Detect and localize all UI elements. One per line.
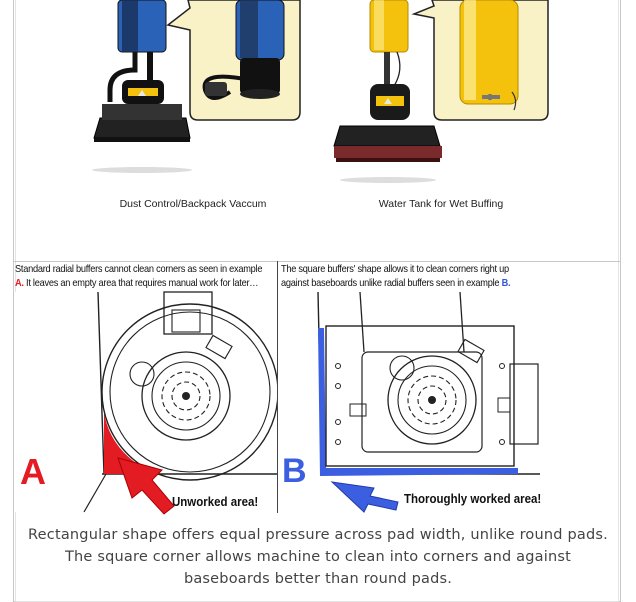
panel-text-line: The square buffers' shape allows it to c… xyxy=(281,263,509,275)
square-buffer-diagram: B Thoroughly worked area! xyxy=(278,291,541,513)
radial-buffer-diagram: A Unworked area! xyxy=(14,291,279,515)
backpack-vacuum-image xyxy=(92,0,301,173)
panel-text-line: against baseboards unlike radial buffers… xyxy=(281,276,511,290)
callout-label: Unworked area! xyxy=(172,495,258,510)
water-tank-image xyxy=(333,0,549,183)
product-caption: Water Tank for Wet Buffing xyxy=(378,198,504,210)
panel-text-line: Standard radial buffers cannot clean cor… xyxy=(15,263,263,275)
summary-caption: Rectangular shape offers equal pressure … xyxy=(28,527,608,587)
example-marker: B. xyxy=(501,277,511,289)
panel-text-fragment: against baseboards unlike radial buffers… xyxy=(281,277,502,289)
example-letter: A xyxy=(20,451,46,492)
example-marker: A. xyxy=(15,277,24,289)
product-caption: Dust Control/Backpack Vaccum xyxy=(119,198,267,210)
callout-label: Thoroughly worked area! xyxy=(404,492,541,507)
row-divider xyxy=(14,261,621,262)
panel-text-fragment: It leaves an empty area that requires ma… xyxy=(23,277,259,289)
panel-text-line: A. It leaves an empty area that requires… xyxy=(15,276,259,290)
example-letter: B xyxy=(282,452,307,490)
panel-divider xyxy=(277,261,278,513)
